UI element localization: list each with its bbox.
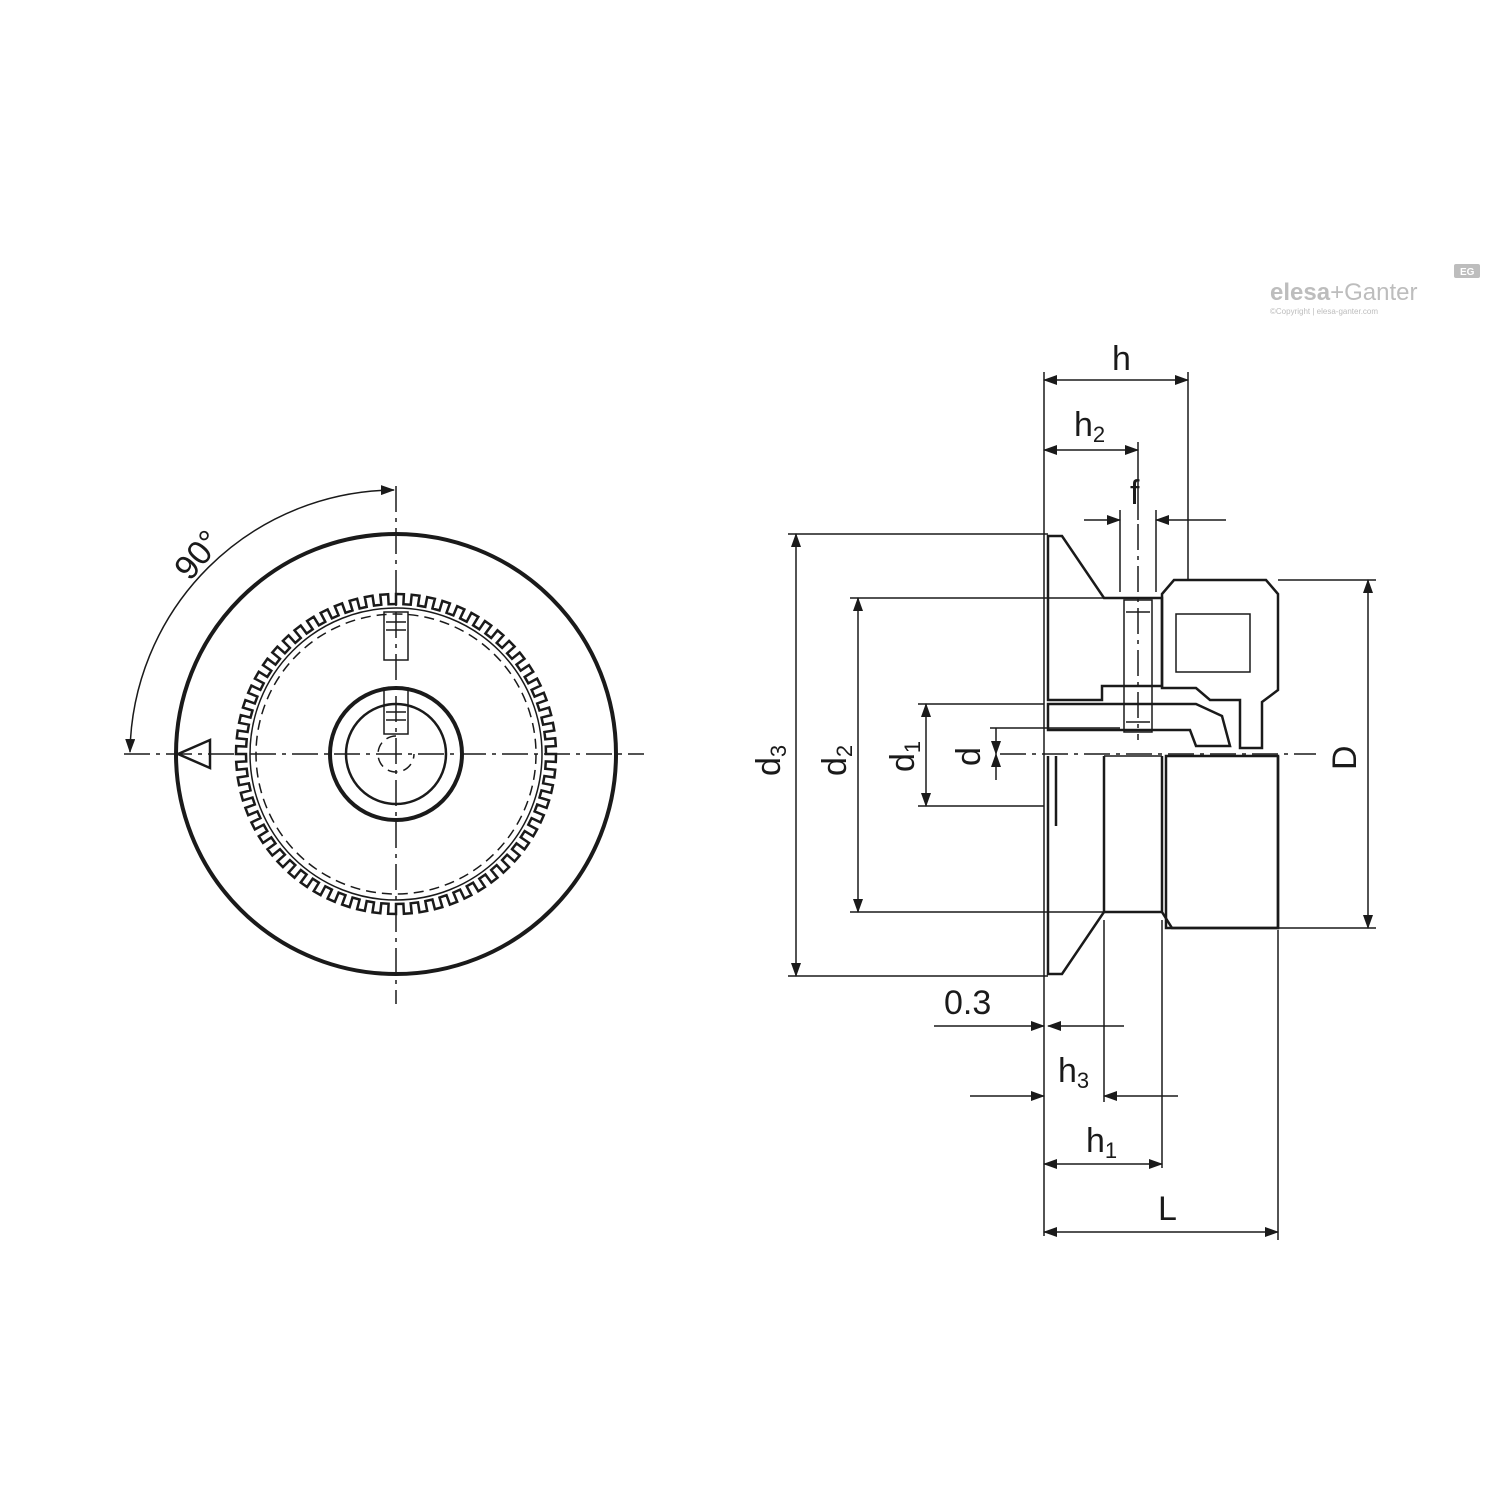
knob-cavity [1175, 613, 1251, 673]
extension-lines [788, 372, 1376, 1240]
dimension-lines [791, 375, 1373, 1237]
label-h1: h1 [1086, 1122, 1117, 1163]
label-d: d [950, 747, 988, 766]
label-d1: d1 [884, 741, 925, 772]
logo-badge-icon [1454, 264, 1480, 278]
bore-hidden [377, 735, 415, 773]
label-f: f [1130, 474, 1140, 512]
knurl-teeth [234, 592, 558, 916]
label-d3: d3 [750, 745, 791, 776]
angle-arc [125, 485, 395, 753]
label-D: D [1326, 745, 1364, 770]
logo-brand: elesa+Ganter [1270, 279, 1417, 306]
knurled-grip [1164, 754, 1280, 930]
side-view: h h2 f d3 d2 d1 d D 0.3 h3 h1 L [750, 340, 1376, 1240]
elesa-ganter-logo: EG elesa+Ganter ©Copyright | elesa-gante… [1270, 264, 1480, 316]
logo-copyright: ©Copyright | elesa-ganter.com [1270, 307, 1378, 316]
label-h3: h3 [1058, 1052, 1089, 1093]
knob-section-top [1160, 578, 1280, 750]
logo-badge: EG [1460, 267, 1475, 278]
bush-section [1046, 702, 1232, 748]
triangle-index-icon [174, 738, 212, 770]
label-L: L [1158, 1190, 1177, 1228]
label-gap: 0.3 [944, 984, 991, 1022]
flange-profile-bottom [1046, 756, 1106, 976]
label-h: h [1112, 340, 1131, 378]
label-h2: h2 [1074, 406, 1105, 447]
angle-label: 90° [167, 523, 229, 587]
flange-section-top [1046, 534, 1164, 702]
front-view: 90° [124, 485, 644, 1004]
label-d2: d2 [816, 745, 857, 776]
